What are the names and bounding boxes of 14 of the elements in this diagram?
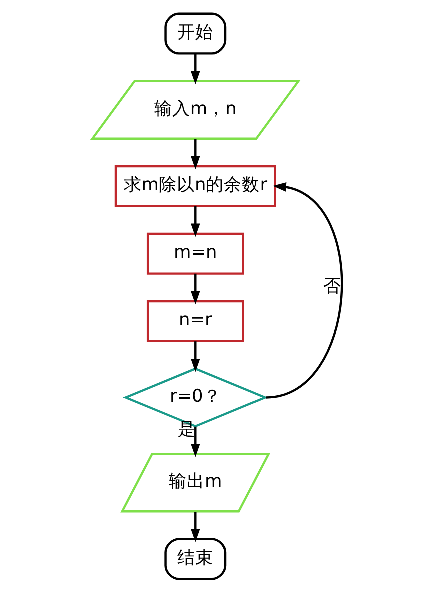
node-box: 求m除以n的余数r: [114, 164, 276, 207]
node-box: 结束: [164, 538, 227, 580]
arrow: [190, 426, 200, 457]
edge-label: 否: [324, 276, 342, 297]
arrow: [190, 273, 200, 304]
arrow: [190, 341, 200, 372]
arrow: [266, 182, 343, 398]
node-box: 开始: [164, 12, 227, 54]
node-box: m=n: [146, 232, 244, 274]
arrow: [190, 512, 200, 542]
arrow: [190, 138, 200, 170]
arrow: [190, 53, 200, 84]
arrow: [190, 206, 200, 237]
node-box: n=r: [146, 300, 244, 342]
